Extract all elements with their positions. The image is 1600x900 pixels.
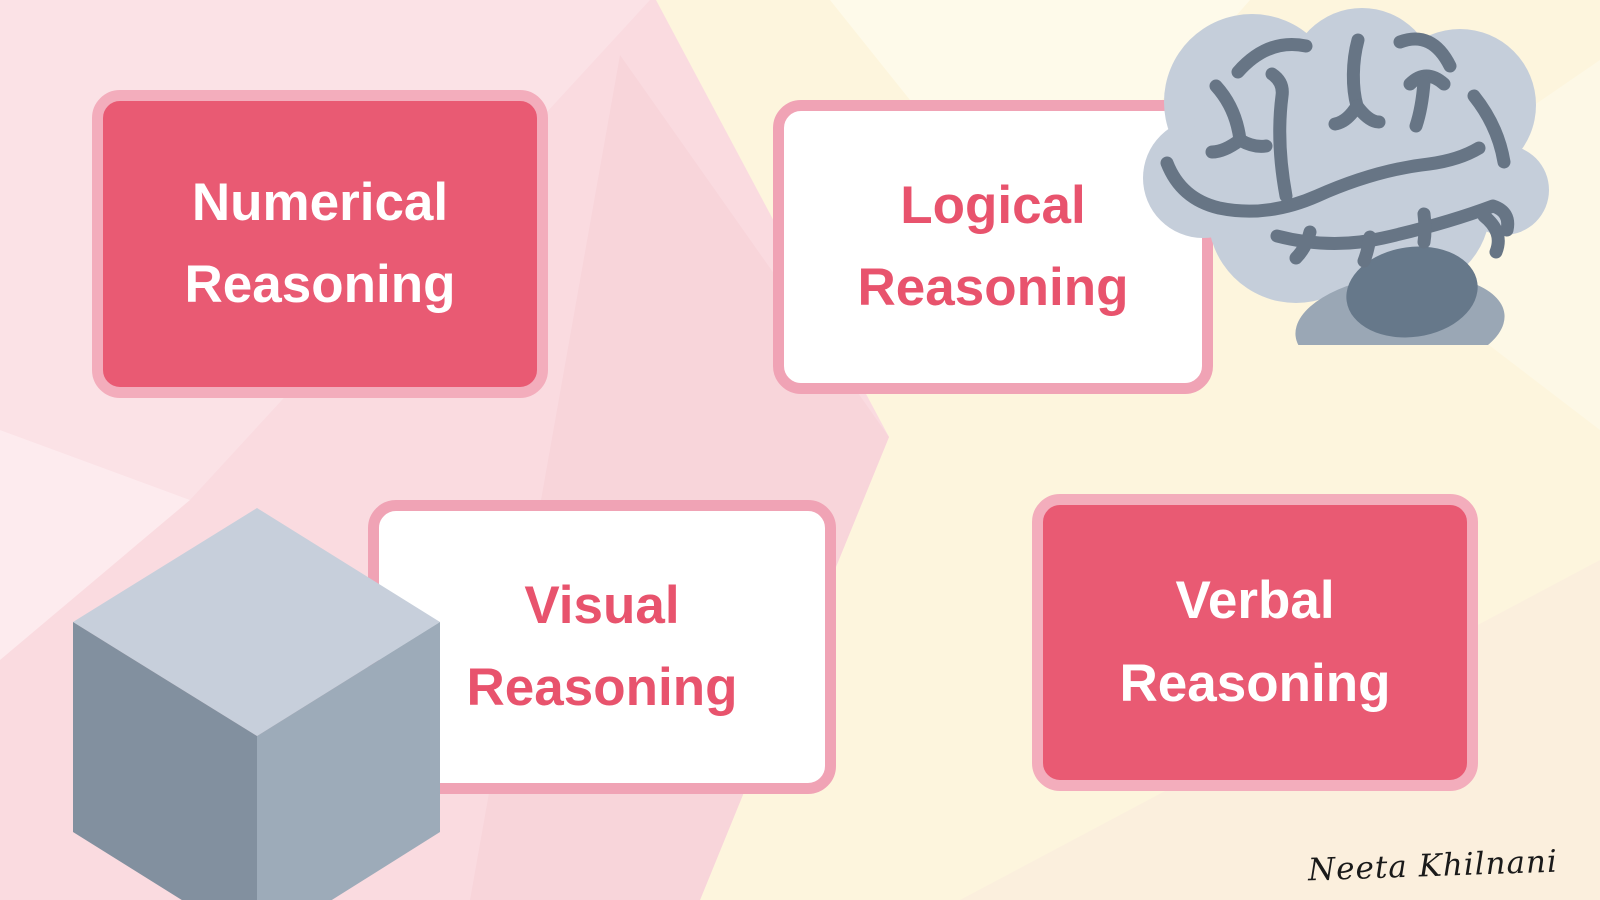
card-logical-label: Logical Reasoning [858, 165, 1129, 329]
card-numerical-label: Numerical Reasoning [185, 162, 456, 326]
brain-stem [1346, 246, 1478, 338]
cube-icon [73, 508, 440, 900]
card-logical-line1: Logical [900, 175, 1086, 235]
card-visual-line2: Reasoning [466, 658, 738, 717]
card-numerical-line2: Reasoning [184, 255, 456, 314]
card-verbal-label: Verbal Reasoning [1120, 560, 1391, 724]
cube-left-face [73, 622, 257, 900]
card-visual-label: Visual Reasoning [467, 565, 738, 729]
card-numerical-reasoning: Numerical Reasoning [92, 90, 548, 398]
card-visual-line1: Visual [524, 575, 680, 635]
cube-top-face [73, 508, 440, 736]
card-verbal-line2: Reasoning [1119, 653, 1391, 713]
card-numerical-line1: Numerical [191, 172, 449, 232]
brain-folds [1160, 32, 1515, 268]
cube-right-face [257, 622, 440, 900]
background-facet-pink-left [0, 430, 190, 660]
card-logical-line2: Reasoning [857, 258, 1129, 317]
card-logical-reasoning: Logical Reasoning [773, 100, 1213, 394]
card-verbal-line1: Verbal [1175, 571, 1335, 631]
brain-icon [1143, 8, 1549, 345]
brain-body [1143, 8, 1549, 303]
card-verbal-reasoning: Verbal Reasoning [1032, 494, 1478, 791]
